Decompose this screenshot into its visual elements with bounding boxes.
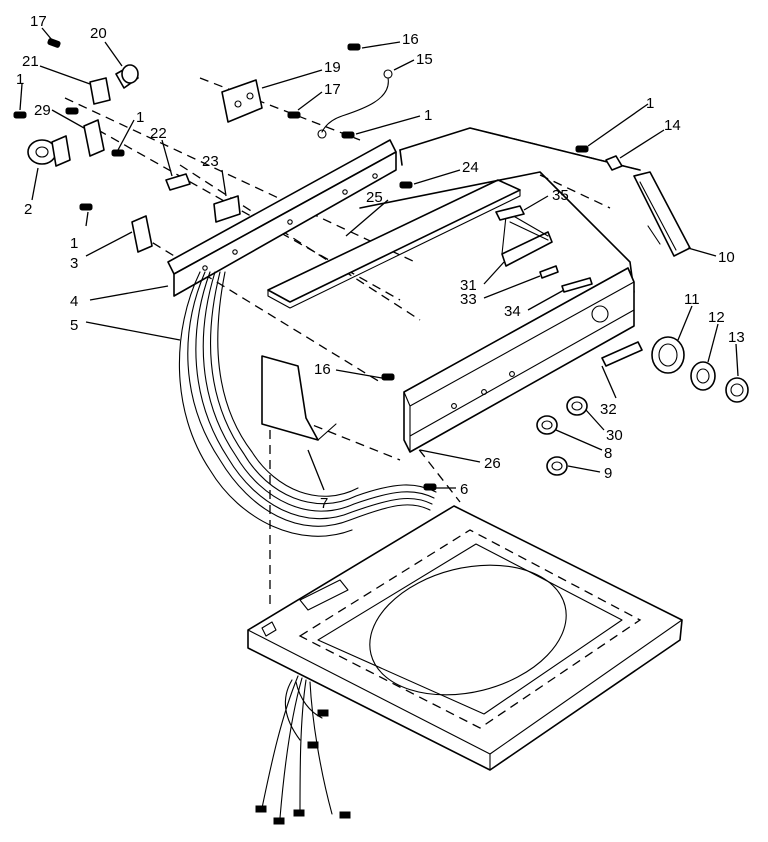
rear-bracket[interactable]	[167, 139, 397, 297]
screw-17b	[287, 111, 301, 119]
bracket[interactable]	[131, 215, 153, 253]
screw-1c	[65, 107, 79, 115]
callout-13: 13	[728, 329, 745, 346]
callout-1c: 1	[424, 107, 432, 124]
screw-16b	[381, 373, 395, 381]
callout-25: 25	[366, 189, 383, 206]
callout-10: 10	[718, 249, 735, 266]
callout-32: 32	[600, 401, 617, 418]
callout-34: 34	[504, 303, 521, 320]
screw-16a	[347, 43, 361, 51]
screw-1e	[575, 145, 589, 153]
callout-1d: 1	[646, 95, 654, 112]
callout-1a: 1	[16, 71, 24, 88]
pressure-switch[interactable]	[27, 135, 71, 167]
callout-16b: 16	[314, 361, 331, 378]
callout-8: 8	[604, 445, 612, 462]
callout-2: 2	[24, 201, 32, 218]
callout-1e: 1	[70, 235, 78, 252]
screw-1a	[13, 111, 27, 119]
callout-14: 14	[664, 117, 681, 134]
screws[interactable]	[13, 38, 589, 491]
harness-clamp[interactable]	[213, 195, 241, 223]
callout-12: 12	[708, 309, 725, 326]
callout-labels: 17 20 21 1 29 1 22 2 23 16 15 19 17 1 24…	[16, 13, 745, 512]
side-panel[interactable]	[261, 355, 337, 441]
top-panel[interactable]	[247, 505, 683, 771]
screw-1b	[111, 149, 125, 157]
switch[interactable]	[501, 213, 553, 267]
capacitor[interactable]	[115, 64, 139, 89]
knob[interactable]	[725, 377, 749, 403]
callout-5: 5	[70, 317, 78, 334]
callout-24: 24	[462, 159, 479, 176]
callout-11: 11	[684, 291, 700, 308]
callout-29: 29	[34, 102, 51, 119]
callout-30: 30	[606, 427, 623, 444]
light-lens[interactable]	[601, 341, 643, 367]
callout-19: 19	[324, 59, 341, 76]
timer-bracket[interactable]	[221, 79, 263, 123]
callout-22: 22	[150, 125, 167, 142]
screw-24	[399, 181, 413, 189]
timer-dial[interactable]	[651, 336, 685, 374]
callout-9: 9	[604, 465, 612, 482]
knob-30[interactable]	[566, 396, 588, 416]
callout-17a: 17	[30, 13, 47, 30]
callout-35: 35	[552, 187, 569, 204]
front-console-panel[interactable]	[403, 267, 635, 453]
small-bracket[interactable]	[165, 173, 191, 191]
callout-16a: 16	[402, 31, 419, 48]
clip[interactable]	[605, 155, 623, 171]
console-body[interactable]	[359, 127, 641, 293]
screw-1f	[79, 203, 93, 211]
callout-15: 15	[416, 51, 433, 68]
knob-9[interactable]	[546, 456, 568, 476]
leader-lines	[19, 27, 739, 491]
callout-33: 33	[460, 291, 477, 308]
screw-1d	[341, 131, 355, 139]
callout-1b: 1	[136, 109, 144, 126]
mount-clip[interactable]	[89, 77, 111, 105]
callout-4: 4	[70, 293, 78, 310]
bulb[interactable]	[539, 265, 559, 279]
callout-3: 3	[70, 255, 78, 272]
harness-pigtails[interactable]	[255, 675, 351, 825]
callout-20: 20	[90, 25, 107, 42]
knob-skirt[interactable]	[690, 361, 716, 391]
callout-23: 23	[202, 153, 219, 170]
ground-wire[interactable]	[317, 69, 393, 139]
callout-6: 6	[460, 481, 468, 498]
callout-31: 31	[460, 277, 477, 294]
switch-bracket[interactable]	[83, 119, 105, 157]
wire-harness[interactable]	[178, 271, 437, 537]
callout-7: 7	[320, 495, 328, 512]
switch-harness[interactable]	[495, 205, 525, 221]
end-cap[interactable]	[633, 171, 691, 257]
callout-26: 26	[484, 455, 501, 472]
console-cover[interactable]	[267, 179, 521, 309]
callout-17b: 17	[324, 81, 341, 98]
knob-8[interactable]	[536, 415, 558, 435]
screw-17a	[47, 38, 61, 48]
callout-21: 21	[22, 53, 39, 70]
